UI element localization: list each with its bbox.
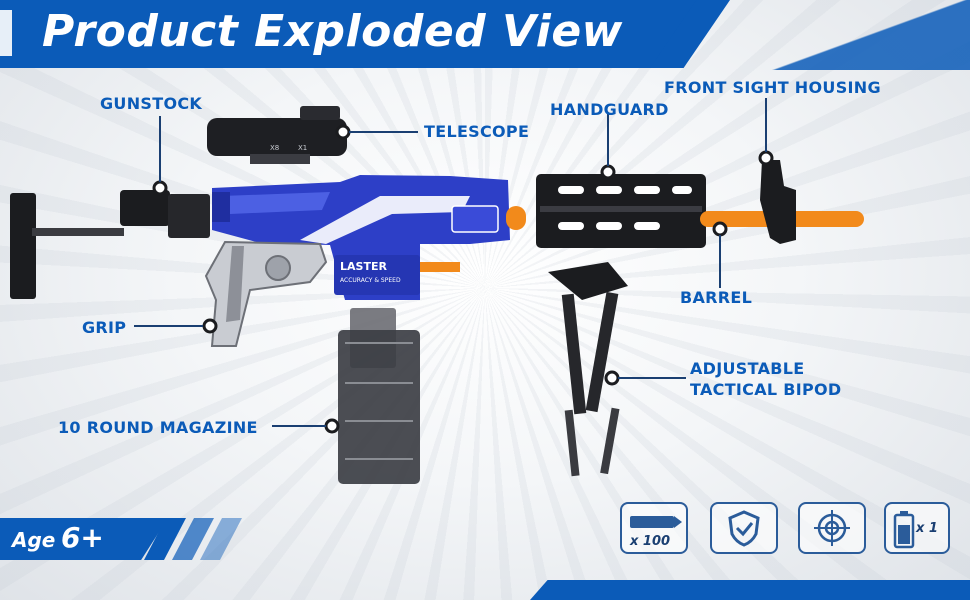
label-handguard: HANDGUARD: [550, 100, 669, 119]
leader-lines: [134, 98, 767, 427]
age-badge-stripes: [144, 518, 242, 560]
bipod-part: [548, 262, 628, 477]
grip-part: [202, 240, 328, 347]
body-print-line2: ACCURACY & SPEED: [340, 277, 401, 284]
header-banner: [0, 0, 700, 68]
feature-battery-caption: x 1: [916, 521, 938, 536]
label-magazine: 10 ROUND MAGAZINE: [58, 418, 258, 437]
age-value: 6+: [60, 521, 104, 554]
feature-darts: x 100: [620, 502, 688, 554]
blaster-body-part: LASTER ACCURACY & SPEED: [212, 175, 526, 300]
corner-accent: [720, 0, 970, 70]
handguard-part: [536, 164, 706, 248]
age-label: Age 6+: [12, 521, 104, 554]
age-word: Age: [12, 528, 56, 552]
body-print-line1: LASTER: [340, 260, 387, 273]
label-grip: GRIP: [82, 318, 127, 337]
label-bipod-line1: ADJUSTABLE: [690, 359, 805, 378]
scope-mark-right: X1: [298, 144, 307, 152]
bottom-accent-band: [530, 580, 970, 600]
feature-accuracy: [798, 502, 866, 554]
label-gunstock: GUNSTOCK: [100, 94, 203, 113]
age-badge: [0, 518, 168, 560]
shield-check-icon: [728, 510, 760, 547]
feature-darts-caption: x 100: [630, 534, 671, 549]
label-barrel: BARREL: [680, 288, 753, 307]
page-title: Product Exploded View: [42, 6, 623, 57]
gunstock-part: [10, 180, 210, 299]
feature-safety: [710, 502, 778, 554]
dart-icon: [630, 516, 682, 528]
header-stripe: [0, 10, 12, 56]
label-telescope: TELESCOPE: [424, 122, 530, 141]
feature-battery: x 1: [884, 502, 950, 554]
label-bipod-line2: TACTICAL BIPOD: [690, 380, 842, 399]
scope-mark-left: X8: [270, 144, 279, 152]
magazine-part: [324, 308, 420, 484]
battery-icon: [893, 511, 915, 549]
crosshair-icon: [814, 510, 850, 546]
label-bipod: ADJUSTABLE TACTICAL BIPOD: [690, 358, 842, 400]
label-front-sight-housing: FRONT SIGHT HOUSING: [664, 78, 881, 97]
telescope-part: X8 X1: [207, 106, 351, 164]
front-sight-part: [758, 150, 796, 244]
